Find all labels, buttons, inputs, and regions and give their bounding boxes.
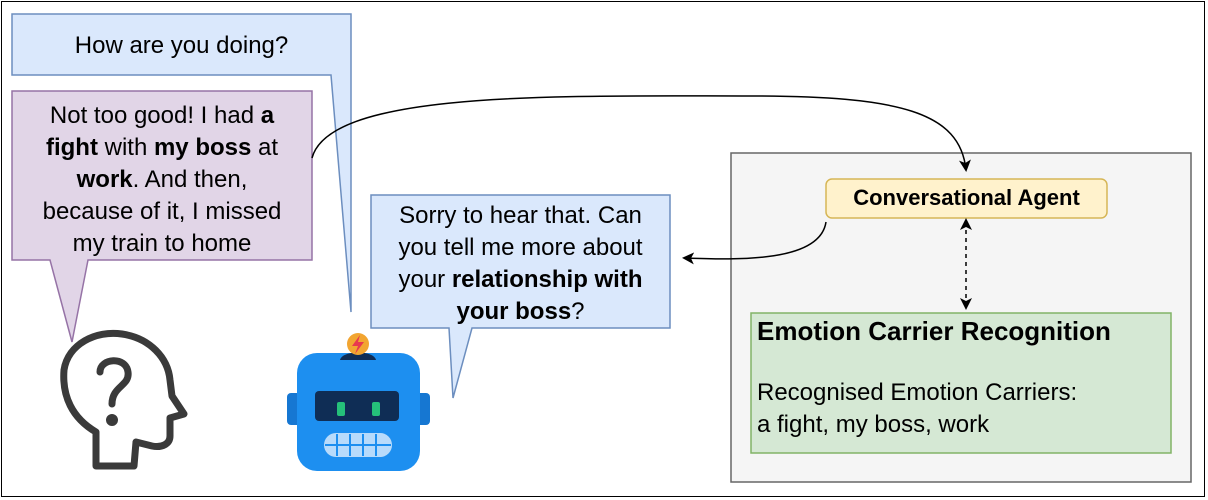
user-bubble-text: Not too good! I had a fight with my boss…	[12, 100, 312, 260]
user-line-1: Not too good! I had a	[49, 102, 275, 129]
bot-line-1: Sorry to hear that. Can	[399, 202, 642, 229]
question-bubble-text: How are you doing?	[12, 30, 351, 62]
bot-line-3: your relationship with	[398, 266, 643, 293]
user-line-3: work. And then,	[76, 166, 248, 193]
head-question-icon	[60, 329, 188, 470]
emotion-carrier-recognition-box	[750, 312, 1172, 454]
conversational-agent-box	[825, 178, 1108, 219]
bot-line-4: your boss?	[456, 298, 585, 325]
arrow-agent-to-bot	[682, 221, 827, 265]
user-line-4: because of it, I missed	[42, 198, 282, 225]
robot-icon	[287, 333, 430, 471]
bot-bubble-text: Sorry to hear that. Can you tell me more…	[371, 200, 670, 328]
conversational-agent-label: Conversational Agent	[853, 185, 1080, 210]
ecr-result-label: Recognised Emotion Carriers:	[757, 379, 1078, 406]
user-line-2: fight with my boss at	[45, 134, 279, 161]
ecr-title: Emotion Carrier Recognition	[757, 316, 1111, 346]
bot-bubble-shape	[370, 194, 671, 399]
question-bubble-shape	[11, 13, 352, 313]
arrowhead-down	[960, 298, 972, 310]
user-line-5: my train to home	[72, 230, 252, 257]
user-bubble-shape	[11, 90, 313, 343]
question-text: How are you doing?	[74, 32, 289, 59]
ecr-result-value: a fight, my boss, work	[757, 411, 990, 438]
bot-line-2: you tell me more about	[398, 234, 643, 261]
arrow-user-to-agent	[311, 95, 971, 172]
arrowhead-up	[960, 218, 972, 230]
